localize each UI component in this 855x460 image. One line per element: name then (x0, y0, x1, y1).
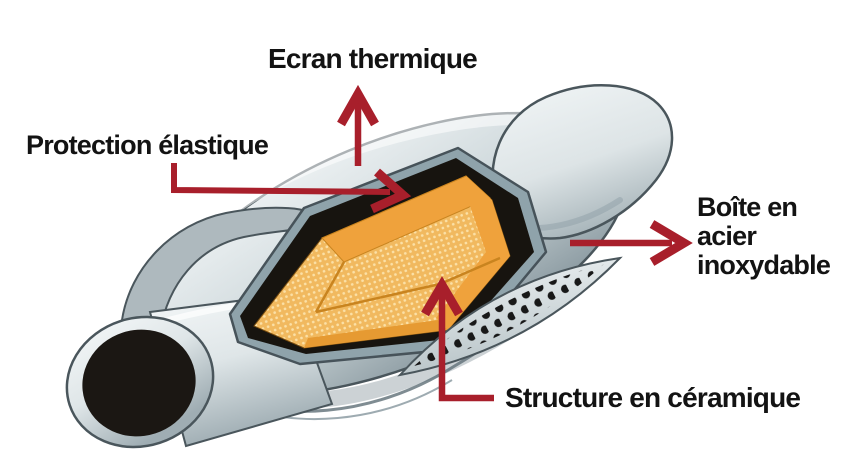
label-stainless-steel-box: Boîte en acier inoxydable (697, 192, 831, 280)
monolith-top-face (321, 175, 491, 263)
label-ceramic-structure: Structure en céramique (505, 382, 801, 413)
arrow-steel-box (570, 220, 693, 266)
inlet-opening (82, 329, 196, 437)
arrow-ceramic-structure (421, 276, 494, 402)
label-stainless-steel-box-line1: Boîte en (697, 192, 798, 222)
annotation-arrows (171, 84, 693, 402)
label-heat-shield: Ecran thermique (268, 43, 478, 74)
label-elastic-protection: Protection élastique (26, 130, 269, 160)
perforated-shield (397, 256, 623, 377)
label-stainless-steel-box-line2: acier (697, 221, 757, 251)
shield-perforations (414, 264, 604, 366)
label-stainless-steel-box-line3: inoxydable (697, 250, 831, 280)
arrow-elastic-protection (171, 163, 412, 214)
monolith-end-face (436, 176, 510, 330)
arrow-heat-shield (337, 84, 379, 166)
ceramic-monolith (253, 175, 511, 349)
monolith-bottom-edge (304, 320, 448, 348)
